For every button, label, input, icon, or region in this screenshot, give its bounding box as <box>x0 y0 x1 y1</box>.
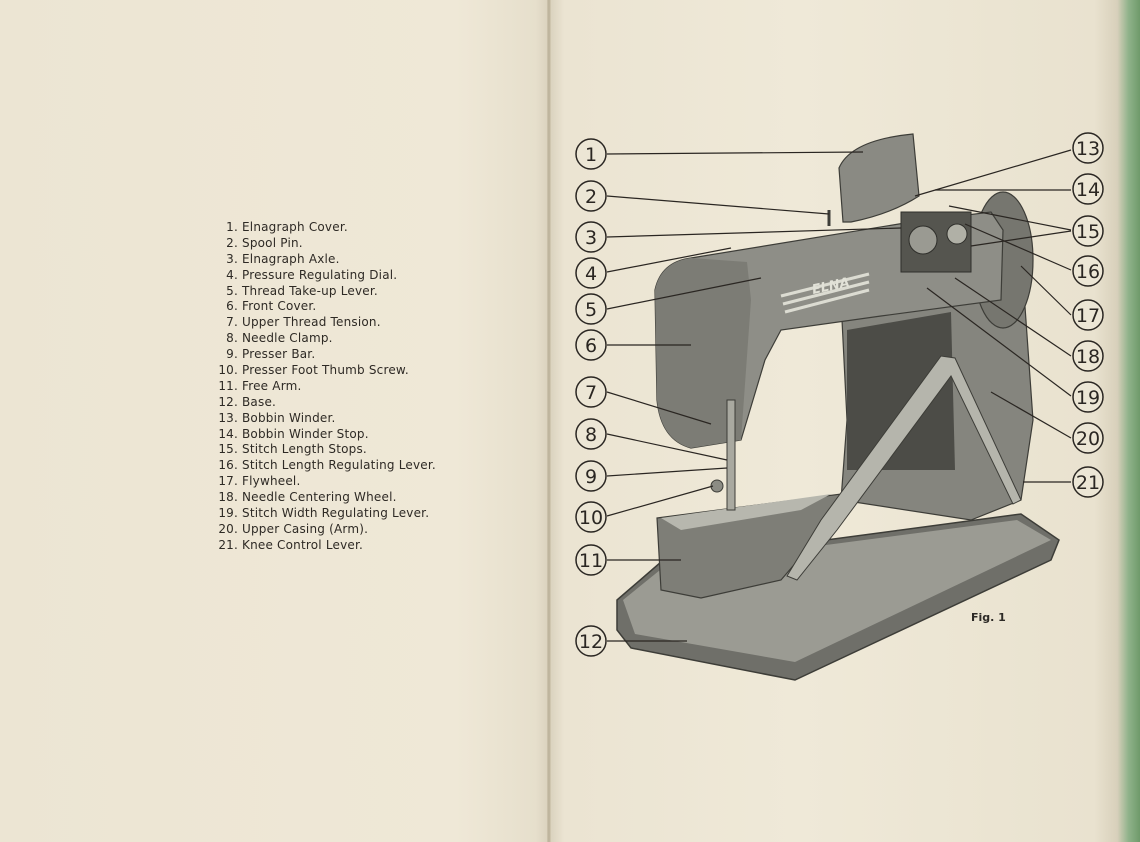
callout-12: 12 <box>575 625 607 657</box>
callout-1: 1 <box>575 138 607 170</box>
svg-text:2: 2 <box>585 186 597 208</box>
list-item: 17.Flywheel. <box>218 474 301 489</box>
svg-text:4: 4 <box>585 263 597 285</box>
svg-text:17: 17 <box>1076 305 1100 327</box>
needle-bar <box>726 399 736 511</box>
list-item: 18.Needle Centering Wheel. <box>218 490 397 505</box>
svg-text:13: 13 <box>1076 138 1100 160</box>
callout-3: 3 <box>575 221 607 253</box>
callout-11: 11 <box>575 544 607 576</box>
knee-control-lever <box>786 355 1022 581</box>
svg-text:18: 18 <box>1076 346 1100 368</box>
svg-text:9: 9 <box>585 466 597 488</box>
svg-text:14: 14 <box>1076 179 1100 201</box>
callout-10: 10 <box>575 501 607 533</box>
parts-list: 1.Elnagraph Cover. 2.Spool Pin. 3.Elnagr… <box>200 220 436 554</box>
callout-4: 4 <box>575 257 607 289</box>
list-item: 6.Front Cover. <box>226 299 317 314</box>
list-item: 20.Upper Casing (Arm). <box>218 521 369 536</box>
list-item: 1.Elnagraph Cover. <box>226 220 348 234</box>
callout-20: 20 <box>1072 422 1104 454</box>
callouts-left: 1 2 3 4 5 6 7 8 9 10 11 12 <box>575 138 607 657</box>
callout-19: 19 <box>1072 381 1104 413</box>
svg-text:16: 16 <box>1076 261 1100 283</box>
svg-text:8: 8 <box>585 424 597 446</box>
figure-caption: Fig. 1 <box>971 611 1006 624</box>
callout-leaders <box>606 149 1072 642</box>
callout-17: 17 <box>1072 299 1104 331</box>
list-item: 21.Knee Control Lever. <box>218 537 364 552</box>
callout-21: 21 <box>1072 466 1104 498</box>
list-item: 4.Pressure Regulating Dial. <box>226 267 398 282</box>
svg-text:15: 15 <box>1076 221 1100 243</box>
machine-front-cover <box>655 258 751 448</box>
callouts-right: 13 14 15 16 17 18 19 20 21 <box>1072 132 1104 498</box>
list-item: 10.Presser Foot Thumb Screw. <box>218 363 409 378</box>
list-item: 12.Base. <box>218 394 277 409</box>
svg-text:1: 1 <box>585 144 597 166</box>
callout-14: 14 <box>1072 173 1104 205</box>
svg-text:3: 3 <box>585 227 597 249</box>
list-item: 9.Presser Bar. <box>226 347 316 362</box>
list-item: 16.Stitch Length Regulating Lever. <box>218 458 436 473</box>
svg-text:10: 10 <box>579 507 603 529</box>
list-item: 8.Needle Clamp. <box>226 331 333 346</box>
callout-18: 18 <box>1072 340 1104 372</box>
svg-text:20: 20 <box>1076 428 1100 450</box>
stitch-mechanism <box>900 211 972 273</box>
elnagraph-cover <box>838 133 920 223</box>
callout-5: 5 <box>575 293 607 325</box>
list-item: 15.Stitch Length Stops. <box>218 442 367 457</box>
list-item: 2.Spool Pin. <box>226 235 303 250</box>
callout-16: 16 <box>1072 255 1104 287</box>
callout-2: 2 <box>575 180 607 212</box>
right-page: ELNA <box>551 0 1131 842</box>
sewing-machine-figure: ELNA <box>575 132 1104 681</box>
machine-arm-opening <box>847 312 955 470</box>
svg-text:6: 6 <box>585 335 597 357</box>
left-page: 1.Elnagraph Cover. 2.Spool Pin. 3.Elnagr… <box>0 0 547 842</box>
callout-6: 6 <box>575 329 607 361</box>
machine-bed-plate <box>661 494 831 530</box>
callout-9: 9 <box>575 460 607 492</box>
svg-text:5: 5 <box>585 299 597 321</box>
machine-base-top <box>623 520 1051 662</box>
svg-text:21: 21 <box>1076 472 1100 494</box>
list-item: 11.Free Arm. <box>218 378 302 393</box>
svg-text:12: 12 <box>579 631 603 653</box>
list-item: 7.Upper Thread Tension. <box>226 315 381 330</box>
list-item: 14.Bobbin Winder Stop. <box>218 426 369 441</box>
callout-13: 13 <box>1072 132 1104 164</box>
callout-7: 7 <box>575 376 607 408</box>
svg-text:19: 19 <box>1076 387 1100 409</box>
list-item: 13.Bobbin Winder. <box>218 410 336 425</box>
svg-text:7: 7 <box>585 382 597 404</box>
callout-15: 15 <box>1072 215 1104 247</box>
callout-8: 8 <box>575 418 607 450</box>
booklet-spine <box>547 0 551 842</box>
list-item: 19.Stitch Width Regulating Lever. <box>218 506 430 521</box>
list-item: 3.Elnagraph Axle. <box>226 251 340 266</box>
svg-text:11: 11 <box>579 550 603 572</box>
list-item: 5.Thread Take-up Lever. <box>226 283 378 298</box>
brand-stripes <box>780 272 870 314</box>
